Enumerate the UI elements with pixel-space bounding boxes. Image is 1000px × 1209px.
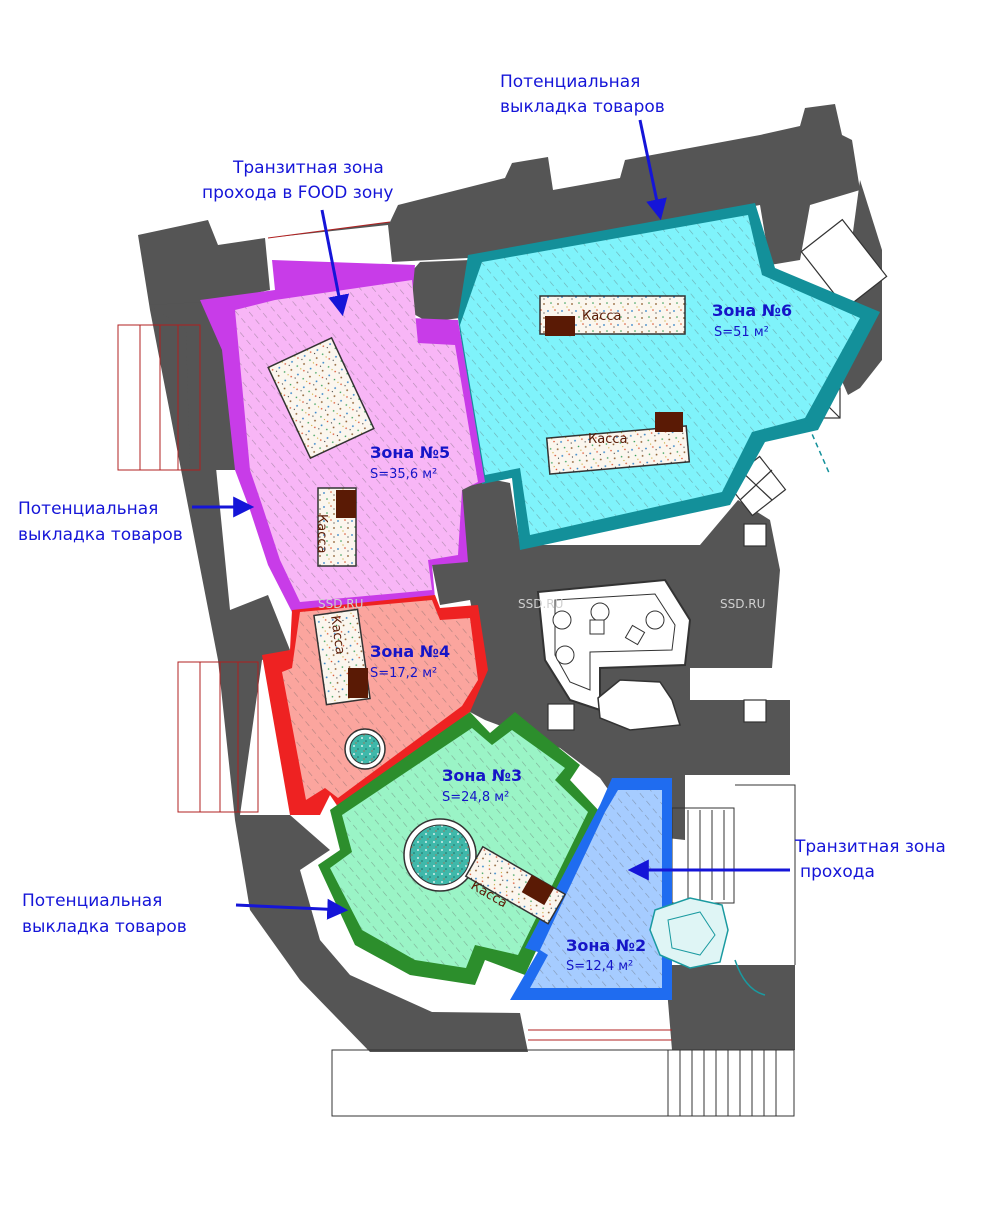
zone-2-title: Зона №2 [566, 936, 646, 955]
watermark-1: SSD.RU [318, 597, 363, 611]
annotation-bottom-left-line2: выкладка товаров [22, 917, 187, 937]
zone-6-title: Зона №6 [712, 301, 792, 320]
zone-4-area: S=17,2 м² [370, 666, 437, 681]
annotation-top-right-line2: выкладка товаров [500, 97, 665, 117]
zone-2-area: S=12,4 м² [566, 959, 633, 974]
zone-3-title: Зона №3 [442, 766, 522, 785]
stair-treads-bottom [679, 1050, 777, 1116]
water-feature [649, 897, 766, 996]
annotation-top-left-arrow [320, 209, 350, 317]
wall-top-band [268, 104, 860, 322]
zone-5-title: Зона №5 [370, 443, 450, 462]
annotation-mid-left-line1: Потенциальная [18, 499, 158, 519]
kassa-label-zone6-bottom: Касса [588, 432, 627, 447]
annotation-bottom-left-arrow [235, 898, 349, 920]
zone-5-area: S=35,6 м² [370, 467, 437, 482]
watermark-3: SSD.RU [720, 597, 765, 611]
round-table-zone3 [403, 818, 477, 892]
annotation-bottom-right-line1: Транзитная зона [794, 837, 946, 857]
wall-bottom-right [665, 965, 795, 1050]
wall-left-mid [150, 300, 238, 470]
windows [117, 221, 672, 1041]
zone-labels: Зона №6 S=51 м² Зона №5 S=35,6 м² Зона №… [370, 301, 792, 974]
annotation-top-left-line2: прохода в FOOD зону [202, 183, 393, 203]
annotation-bottom-left-line1: Потенциальная [22, 891, 162, 911]
kassa-zone3 [464, 845, 567, 925]
zone-3-area: S=24,8 м² [442, 790, 509, 805]
annotation-mid-left-line2: выкладка товаров [18, 525, 183, 545]
kassa-label-zone6-top: Касса [582, 309, 621, 324]
kassa-zone6-bottom [545, 412, 691, 475]
kassa-label-zone4: Касса [327, 614, 347, 655]
watermark-2: SSD.RU [518, 597, 563, 611]
zone-4-title: Зона №4 [370, 642, 450, 661]
central-bar [536, 578, 692, 731]
window-left-top [117, 324, 201, 471]
annotation-top-right-line1: Потенциальная [500, 72, 640, 92]
annotations: Потенциальная выкладка товаров Транзитна… [18, 72, 946, 937]
kassa-zone4 [313, 608, 371, 706]
round-table-zone4 [344, 728, 386, 770]
display-table-zone5 [267, 336, 375, 460]
stair-treads-right [671, 807, 735, 904]
annotation-bottom-right-line2: прохода [800, 862, 875, 882]
kassa-zone5 [317, 487, 357, 567]
annotation-top-right-arrow [638, 119, 667, 221]
zone-2 [510, 778, 672, 1000]
zone-6-area: S=51 м² [714, 325, 769, 340]
wall-left-top [138, 220, 528, 1052]
watermarks: SSD.RU SSD.RU SSD.RU [318, 597, 765, 611]
kassa-zone6-top [539, 295, 686, 336]
window-left-bottom [177, 661, 259, 813]
stairs [331, 784, 796, 1117]
annotation-top-left-line1: Транзитная зона [232, 158, 384, 178]
kassa-label-zone5: Касса [314, 514, 329, 553]
counters [267, 295, 691, 925]
